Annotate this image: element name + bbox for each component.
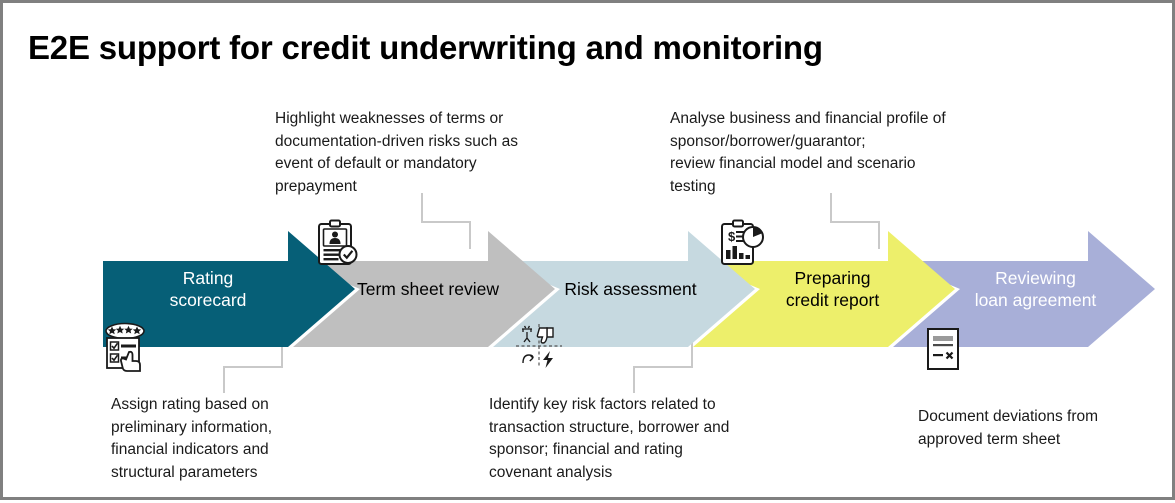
callout-rating-scorecard: Assign rating based on preliminary infor… [111,396,273,481]
connector-risk-assessment [633,338,703,393]
step-label-term-sheet-review[interactable]: Term sheet review [357,279,499,299]
connector-rating-scorecard [223,338,293,393]
svg-text:$: $ [728,229,736,244]
callout-term-sheet-review: Highlight weaknesses of terms or documen… [275,110,518,195]
step-label-rating-scorecard[interactable]: Rating scorecard [169,268,247,310]
financial-report-chart-icon: $ [717,219,765,267]
risk-matrix-icon [515,323,563,369]
page-title: E2E support for credit underwriting and … [28,29,823,66]
callout-preparing-credit-report: Analyse business and financial profile o… [670,110,946,195]
step-label-preparing-credit-report[interactable]: Preparing credit report [785,268,880,310]
callout-risk-assessment: Identify key risk factors related to tra… [489,396,730,481]
connector-term-sheet-review [421,193,491,249]
connector-preparing-credit-report [830,193,900,249]
document-deviation-icon [923,327,963,371]
step-label-risk-assessment[interactable]: Risk assessment [564,279,697,299]
step-label-reviewing-loan-agreement[interactable]: Reviewing loan agreement [974,268,1097,310]
callout-reviewing-loan-agreement: Document deviations from approved term s… [918,408,1099,448]
rating-checklist-hand-icon [99,321,151,373]
clipboard-person-check-icon [313,219,361,267]
